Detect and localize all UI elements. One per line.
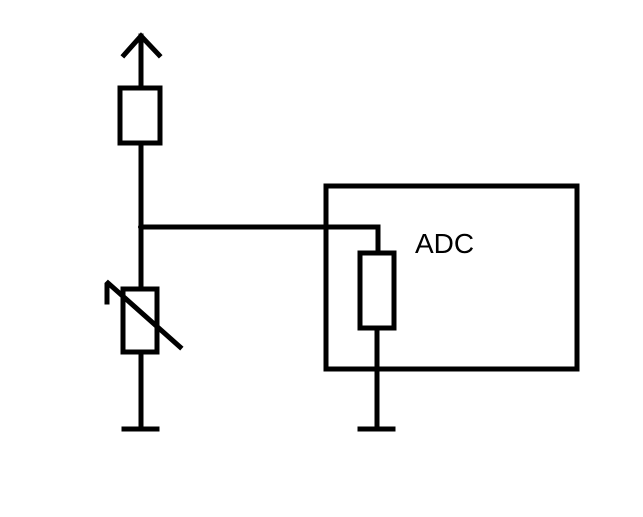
thermistor-slash — [104, 279, 184, 351]
wire-junction-to-adc — [138, 224, 381, 256]
thermistor — [104, 279, 184, 355]
adc-label: ADC — [415, 228, 474, 259]
adc-input-resistor — [357, 250, 397, 331]
supply-arrow-icon — [120, 32, 163, 91]
top-resistor — [117, 85, 163, 146]
